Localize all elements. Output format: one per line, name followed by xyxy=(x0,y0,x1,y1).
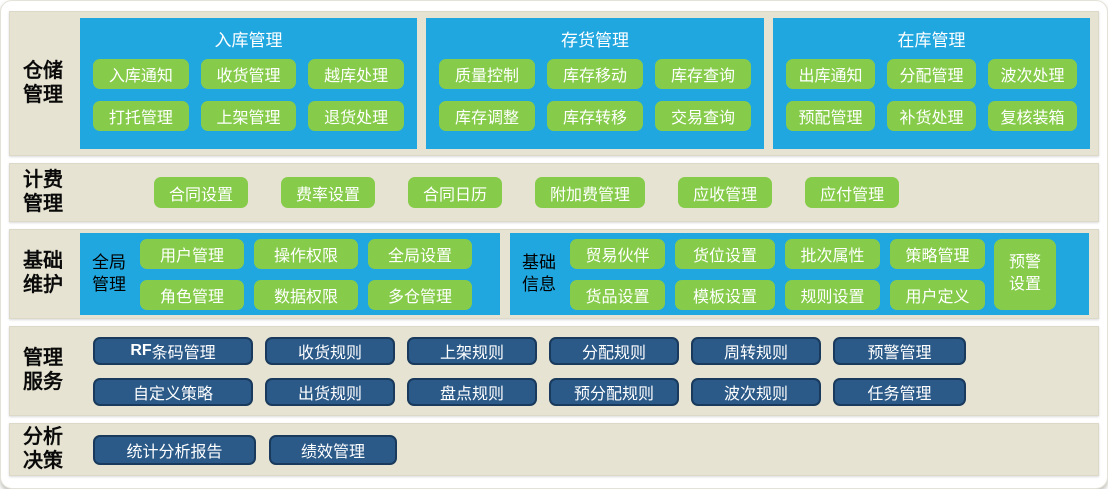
strategy-mgmt-button[interactable]: 策略管理 xyxy=(890,238,985,269)
surcharge-mgmt-button[interactable]: 附加费管理 xyxy=(535,177,646,208)
operation-perms-button[interactable]: 操作权限 xyxy=(254,238,358,269)
stock-adjustment-button[interactable]: 库存调整 xyxy=(439,101,535,131)
wave-processing-button[interactable]: 波次处理 xyxy=(988,59,1077,89)
putaway-mgmt-button[interactable]: 上架管理 xyxy=(200,101,297,131)
basic-info-button-grid: 贸易伙伴 货位设置 批次属性 策略管理 货品设置 模板设置 规则设置 用户定义 xyxy=(570,238,985,310)
putaway-rules-button[interactable]: 上架规则 xyxy=(407,336,537,365)
section-label-maintenance: 基础维护 xyxy=(23,250,63,296)
instock-management-group: 在库管理 出库通知 分配管理 波次处理 预配管理 补货处理 复核装箱 xyxy=(773,18,1090,149)
instock-button-grid: 出库通知 分配管理 波次处理 预配管理 补货处理 复核装箱 xyxy=(773,57,1090,131)
allocation-mgmt-button[interactable]: 分配管理 xyxy=(887,59,976,89)
rule-setup-button[interactable]: 规则设置 xyxy=(785,279,880,310)
receivables-mgmt-button[interactable]: 应收管理 xyxy=(678,177,773,208)
replenishment-button[interactable]: 补货处理 xyxy=(887,101,976,131)
inbound-management-title: 入库管理 xyxy=(214,31,283,50)
pre-allocation-mgmt-button[interactable]: 预配管理 xyxy=(786,101,875,131)
shipping-rules-button[interactable]: 出货规则 xyxy=(265,377,395,406)
stock-transfer-button[interactable]: 库存转移 xyxy=(547,101,643,131)
alert-settings-button[interactable]: 预警设置 xyxy=(994,238,1056,310)
allocation-rules-button[interactable]: 分配规则 xyxy=(549,336,679,365)
pre-allocation-rules-button[interactable]: 预分配规则 xyxy=(549,377,679,406)
section-label-billing: 计费管理 xyxy=(23,168,63,215)
section-label-analysis: 分析决策 xyxy=(23,425,63,472)
task-mgmt-button[interactable]: 任务管理 xyxy=(833,377,966,406)
cross-docking-button[interactable]: 越库处理 xyxy=(308,59,404,89)
inbound-notice-button[interactable]: 入库通知 xyxy=(93,59,189,89)
location-setup-button[interactable]: 货位设置 xyxy=(675,238,775,269)
global-settings-button[interactable]: 全局设置 xyxy=(368,238,472,269)
alert-mgmt-button[interactable]: 预警管理 xyxy=(833,336,966,365)
inbound-button-grid: 入库通知 收货管理 越库处理 打托管理 上架管理 退货处理 xyxy=(80,57,417,131)
analysis-decision-section: 分析决策 统计分析报告 绩效管理 xyxy=(9,423,1099,476)
user-defined-button[interactable]: 用户定义 xyxy=(890,279,985,310)
transaction-query-button[interactable]: 交易查询 xyxy=(655,101,751,131)
basic-info-title: 基础信息 xyxy=(522,252,556,294)
outbound-notice-button[interactable]: 出库通知 xyxy=(786,59,875,89)
returns-handling-button[interactable]: 退货处理 xyxy=(308,101,404,131)
data-perms-button[interactable]: 数据权限 xyxy=(254,279,358,310)
receiving-rules-button[interactable]: 收货规则 xyxy=(265,336,395,365)
billing-management-section: 计费管理 合同设置 费率设置 合同日历 附加费管理 应收管理 应付管理 xyxy=(9,163,1099,222)
template-setup-button[interactable]: 模板设置 xyxy=(675,279,775,310)
inventory-management-group: 存货管理 质量控制 库存移动 库存查询 库存调整 库存转移 交易查询 xyxy=(426,18,764,149)
receiving-mgmt-button[interactable]: 收货管理 xyxy=(200,59,297,89)
user-mgmt-button[interactable]: 用户管理 xyxy=(140,238,244,269)
counting-rules-button[interactable]: 盘点规则 xyxy=(407,377,537,406)
inventory-management-title: 存货管理 xyxy=(561,31,629,50)
analysis-button-row: 统计分析报告 绩效管理 xyxy=(93,434,397,465)
global-button-grid: 用户管理 操作权限 全局设置 角色管理 数据权限 多仓管理 xyxy=(140,238,472,310)
role-mgmt-button[interactable]: 角色管理 xyxy=(140,279,244,310)
palletizing-mgmt-button[interactable]: 打托管理 xyxy=(93,101,189,131)
basic-maintenance-section: 基础维护 全局管理 用户管理 操作权限 全局设置 角色管理 数据权限 多仓管理 … xyxy=(9,229,1099,319)
quality-control-button[interactable]: 质量控制 xyxy=(439,59,535,89)
contract-setup-button[interactable]: 合同设置 xyxy=(154,177,249,208)
stock-query-button[interactable]: 库存查询 xyxy=(655,59,751,89)
goods-setup-button[interactable]: 货品设置 xyxy=(570,279,665,310)
inbound-management-group: 入库管理 入库通知 收货管理 越库处理 打托管理 上架管理 退货处理 xyxy=(80,18,417,149)
inventory-button-grid: 质量控制 库存移动 库存查询 库存调整 库存转移 交易查询 xyxy=(426,57,764,131)
section-label-warehouse: 仓储管理 xyxy=(23,59,63,106)
contract-calendar-button[interactable]: 合同日历 xyxy=(408,177,503,208)
custom-strategy-button[interactable]: 自定义策略 xyxy=(93,377,253,406)
check-packing-button[interactable]: 复核装箱 xyxy=(988,101,1077,131)
rf-prefix: RF xyxy=(130,341,152,359)
instock-management-title: 在库管理 xyxy=(897,31,966,50)
section-label-services: 管理服务 xyxy=(23,347,63,393)
performance-mgmt-button[interactable]: 绩效管理 xyxy=(269,434,397,465)
trading-partner-button[interactable]: 贸易伙伴 xyxy=(570,238,665,269)
rf-rest: 条码管理 xyxy=(151,344,216,362)
rate-setup-button[interactable]: 费率设置 xyxy=(281,177,376,208)
stock-move-button[interactable]: 库存移动 xyxy=(547,59,643,89)
batch-attrs-button[interactable]: 批次属性 xyxy=(785,238,880,269)
multi-warehouse-button[interactable]: 多仓管理 xyxy=(368,279,472,310)
payables-mgmt-button[interactable]: 应付管理 xyxy=(805,177,900,208)
global-management-group: 全局管理 用户管理 操作权限 全局设置 角色管理 数据权限 多仓管理 xyxy=(80,233,500,315)
billing-button-row: 合同设置 费率设置 合同日历 附加费管理 应收管理 应付管理 xyxy=(154,177,900,208)
global-management-title: 全局管理 xyxy=(92,252,126,294)
stats-report-button[interactable]: 统计分析报告 xyxy=(93,434,256,465)
basic-info-group: 基础信息 贸易伙伴 货位设置 批次属性 策略管理 货品设置 模板设置 规则设置 … xyxy=(510,233,1089,315)
warehouse-management-section: 仓储管理 入库管理 入库通知 收货管理 越库处理 打托管理 上架管理 退货处理 … xyxy=(9,11,1099,156)
wave-rules-button[interactable]: 波次规则 xyxy=(691,377,821,406)
turnover-rules-button[interactable]: 周转规则 xyxy=(691,336,821,365)
